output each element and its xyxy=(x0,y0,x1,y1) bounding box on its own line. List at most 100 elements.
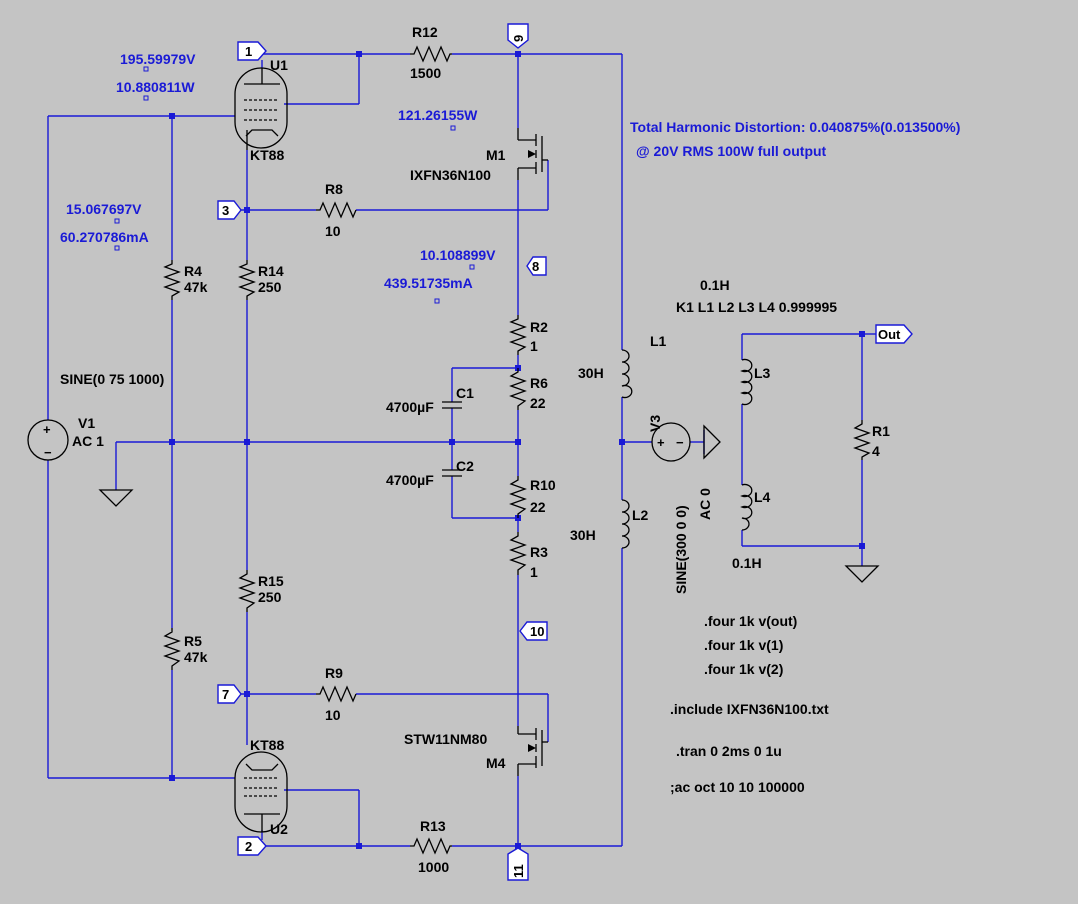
l3-name: L3 xyxy=(754,365,771,381)
r4-name: R4 xyxy=(184,263,202,279)
junctions xyxy=(169,51,865,849)
l2-name: L2 xyxy=(632,507,649,523)
mosfet-m4[interactable] xyxy=(517,726,548,776)
l1-value: 30H xyxy=(578,365,604,381)
resistor-r6[interactable] xyxy=(509,368,527,410)
resistor-r12[interactable] xyxy=(410,45,452,63)
resistor-r9[interactable] xyxy=(316,685,357,703)
node8-current-readout: 439.51735mA xyxy=(384,275,473,291)
resistor-r8[interactable] xyxy=(316,201,357,219)
port-3[interactable]: 3 xyxy=(217,200,242,220)
r4-current-readout: 60.270786mA xyxy=(60,229,149,245)
resistor-r15[interactable] xyxy=(238,570,256,612)
inductor-l3[interactable] xyxy=(740,358,753,406)
v3-value: AC 0 xyxy=(697,488,713,520)
c2-name: C2 xyxy=(456,458,474,474)
port-8-label: 8 xyxy=(532,259,539,274)
m4-value: STW11NM80 xyxy=(404,731,487,747)
directive-ac-comment: ;ac oct 10 10 100000 xyxy=(670,779,805,795)
directive-tran: .tran 0 2ms 0 1u xyxy=(676,743,782,759)
svg-text:−: − xyxy=(44,445,52,460)
c2-value: 4700µF xyxy=(386,472,434,488)
resistor-r1[interactable] xyxy=(853,420,871,460)
l1-name: L1 xyxy=(650,333,667,349)
port-11[interactable]: 11 xyxy=(507,847,529,881)
resistor-r3[interactable] xyxy=(509,532,527,575)
r8-value: 10 xyxy=(325,223,341,239)
m1-power-readout: 121.26155W xyxy=(398,107,478,123)
ground-symbol xyxy=(703,424,721,460)
port-1-label: 1 xyxy=(245,44,252,59)
r1-name: R1 xyxy=(872,423,890,439)
tube-u1[interactable] xyxy=(234,67,288,150)
r12-name: R12 xyxy=(412,24,438,40)
port-2[interactable]: 2 xyxy=(237,836,267,856)
port-10-label: 10 xyxy=(530,624,544,639)
v3-name: V3 xyxy=(647,415,663,432)
m4-name: M4 xyxy=(486,755,506,771)
coupling-directive: K1 L1 L2 L3 L4 0.999995 xyxy=(676,299,837,315)
u1-value: KT88 xyxy=(250,147,284,163)
l4-value: 0.1H xyxy=(732,555,762,571)
port-8[interactable]: 8 xyxy=(526,256,547,276)
port-11-label: 11 xyxy=(511,864,526,878)
probe-markers xyxy=(114,66,475,304)
u1-voltage-readout: 195.59979V xyxy=(120,51,196,67)
c1-value: 4700µF xyxy=(386,399,434,415)
port-7[interactable]: 7 xyxy=(217,684,242,704)
r13-value: 1000 xyxy=(418,859,449,875)
l4-name: L4 xyxy=(754,489,771,505)
inductor-l4[interactable] xyxy=(740,483,753,531)
ground-symbol xyxy=(98,489,134,507)
r3-name: R3 xyxy=(530,544,548,560)
r3-value: 1 xyxy=(530,564,538,580)
directive-four-2: .four 1k v(2) xyxy=(704,661,783,677)
port-1[interactable]: 1 xyxy=(237,41,267,61)
c1-name: C1 xyxy=(456,385,474,401)
r6-value: 22 xyxy=(530,395,546,411)
thd-subtitle: @ 20V RMS 100W full output xyxy=(636,143,827,159)
capacitor-c2[interactable] xyxy=(442,469,462,477)
ground-symbol xyxy=(844,565,880,583)
v3-source: SINE(300 0 0) xyxy=(673,505,689,594)
port-2-label: 2 xyxy=(245,839,252,854)
u2-value: KT88 xyxy=(250,737,284,753)
source-v1[interactable]: + − xyxy=(27,419,69,461)
r4-value: 47k xyxy=(184,279,208,295)
u1-name: U1 xyxy=(270,57,288,73)
resistor-r14[interactable] xyxy=(238,260,256,300)
port-9[interactable]: 9 xyxy=(507,23,529,49)
r15-name: R15 xyxy=(258,573,284,589)
l2-value: 30H xyxy=(570,527,596,543)
port-out-label: Out xyxy=(878,327,901,342)
v1-value: AC 1 xyxy=(72,433,104,449)
directive-include: .include IXFN36N100.txt xyxy=(670,701,829,717)
capacitor-c1[interactable] xyxy=(442,401,462,409)
r5-value: 47k xyxy=(184,649,208,665)
resistor-r4[interactable] xyxy=(163,260,181,300)
port-10[interactable]: 10 xyxy=(519,621,548,641)
mosfet-m1[interactable] xyxy=(517,128,548,180)
r12-value: 1500 xyxy=(410,65,441,81)
r9-value: 10 xyxy=(325,707,341,723)
resistor-r5[interactable] xyxy=(163,628,181,670)
v1-name: V1 xyxy=(78,415,95,431)
port-out[interactable]: Out xyxy=(875,324,913,344)
r6-name: R6 xyxy=(530,375,548,391)
directive-four-out: .four 1k v(out) xyxy=(704,613,797,629)
r14-value: 250 xyxy=(258,279,282,295)
source-v3[interactable]: + − xyxy=(651,422,691,462)
inductor-l2[interactable] xyxy=(621,499,630,549)
node8-voltage-readout: 10.108899V xyxy=(420,247,496,263)
tube-u2[interactable] xyxy=(234,751,288,833)
r15-value: 250 xyxy=(258,589,282,605)
u2-name: U2 xyxy=(270,821,288,837)
l3-value: 0.1H xyxy=(700,277,730,293)
resistor-r13[interactable] xyxy=(410,837,452,855)
resistor-r2[interactable] xyxy=(509,315,527,355)
r10-name: R10 xyxy=(530,477,556,493)
inductor-l1[interactable] xyxy=(621,349,633,399)
resistor-r10[interactable] xyxy=(509,476,527,518)
svg-text:+: + xyxy=(43,422,51,437)
